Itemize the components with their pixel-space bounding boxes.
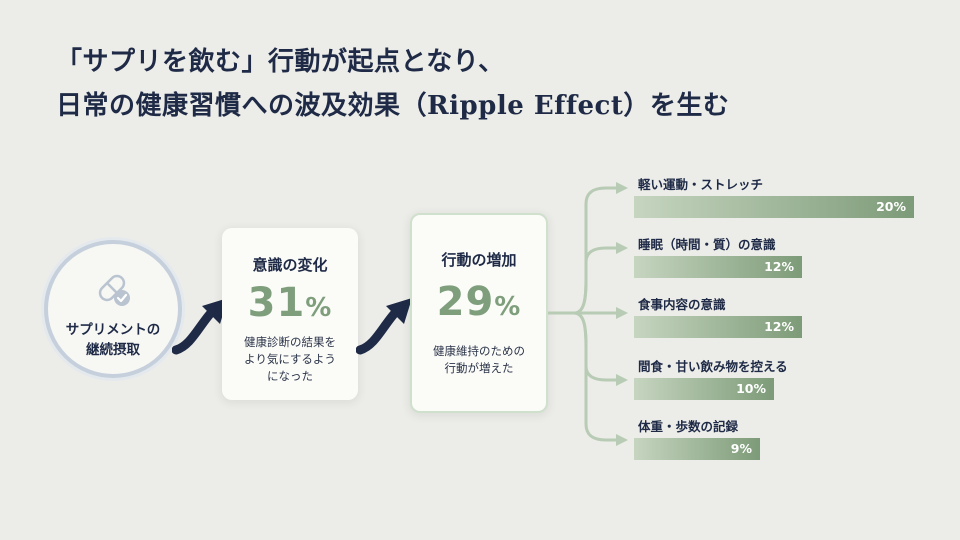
awareness-value: 31%	[222, 280, 358, 326]
outcome-label: 睡眠（時間・質）の意識	[638, 237, 776, 252]
arrow-to-awareness-icon	[172, 298, 228, 355]
outcome-label: 体重・歩数の記録	[638, 419, 739, 434]
outcome-item: 睡眠（時間・質）の意識 12%	[634, 234, 934, 278]
outcome-bar: 20%	[634, 196, 914, 218]
branch-1-arrowhead	[616, 182, 628, 194]
action-desc: 健康維持のための 行動が増えた	[433, 344, 525, 375]
title-line-2: 日常の健康習慣への波及効果（Ripple Effect）を生む	[56, 91, 730, 121]
outcome-bar: 9%	[634, 438, 760, 460]
outcome-item: 食事内容の意識 12%	[634, 294, 934, 338]
source-label: サプリメントの 継続摂取	[65, 322, 161, 358]
supplement-capsule-check-icon	[98, 274, 130, 306]
outcome-label: 食事内容の意識	[638, 297, 726, 312]
outcome-label: 軽い運動・ストレッチ	[638, 177, 764, 192]
awareness-value-number: 31	[247, 280, 306, 326]
source-node: サプリメントの 継続摂取	[44, 240, 182, 378]
branch-arrows	[548, 182, 628, 446]
outcome-value: 12%	[764, 319, 794, 334]
outcome-value: 12%	[764, 259, 794, 274]
outcome-value: 10%	[736, 381, 766, 396]
outcome-item: 体重・歩数の記録 9%	[634, 416, 934, 460]
outcome-label: 間食・甘い飲み物を控える	[638, 359, 788, 374]
branch-4-arrowhead	[616, 374, 628, 386]
action-title: 行動の増加	[441, 251, 517, 269]
outcome-item: 軽い運動・ストレッチ 20%	[634, 174, 934, 218]
branch-4	[572, 311, 620, 382]
awareness-desc: 健康診断の結果を より気にするよう になった	[244, 335, 336, 383]
branch-2-arrowhead	[616, 242, 628, 254]
awareness-card: 意識の変化 31% 健康診断の結果を より気にするよう になった	[222, 228, 358, 400]
arrow-to-action-icon	[356, 298, 412, 355]
action-value-unit: %	[494, 292, 522, 322]
outcome-bar: 10%	[634, 378, 774, 400]
outcome-value: 20%	[876, 199, 906, 214]
page-title: 「サプリを飲む」行動が起点となり、 日常の健康習慣への波及効果（Ripple E…	[56, 40, 936, 128]
branch-5-arrowhead	[616, 434, 628, 446]
awareness-value-unit: %	[305, 293, 333, 323]
outcome-item: 間食・甘い飲み物を控える 10%	[634, 356, 934, 400]
branch-2	[572, 246, 620, 315]
action-card: 行動の増加 29% 健康維持のための 行動が増えた	[410, 213, 548, 413]
outcome-bar: 12%	[634, 316, 802, 338]
action-value-number: 29	[436, 279, 495, 325]
title-line-1: 「サプリを飲む」行動が起点となり、	[56, 47, 505, 77]
awareness-title: 意識の変化	[252, 256, 328, 274]
outcome-value: 9%	[730, 441, 752, 456]
outcome-bar: 12%	[634, 256, 802, 278]
branch-5	[572, 311, 620, 442]
branch-3-arrowhead	[616, 307, 628, 319]
action-value: 29%	[412, 279, 546, 325]
